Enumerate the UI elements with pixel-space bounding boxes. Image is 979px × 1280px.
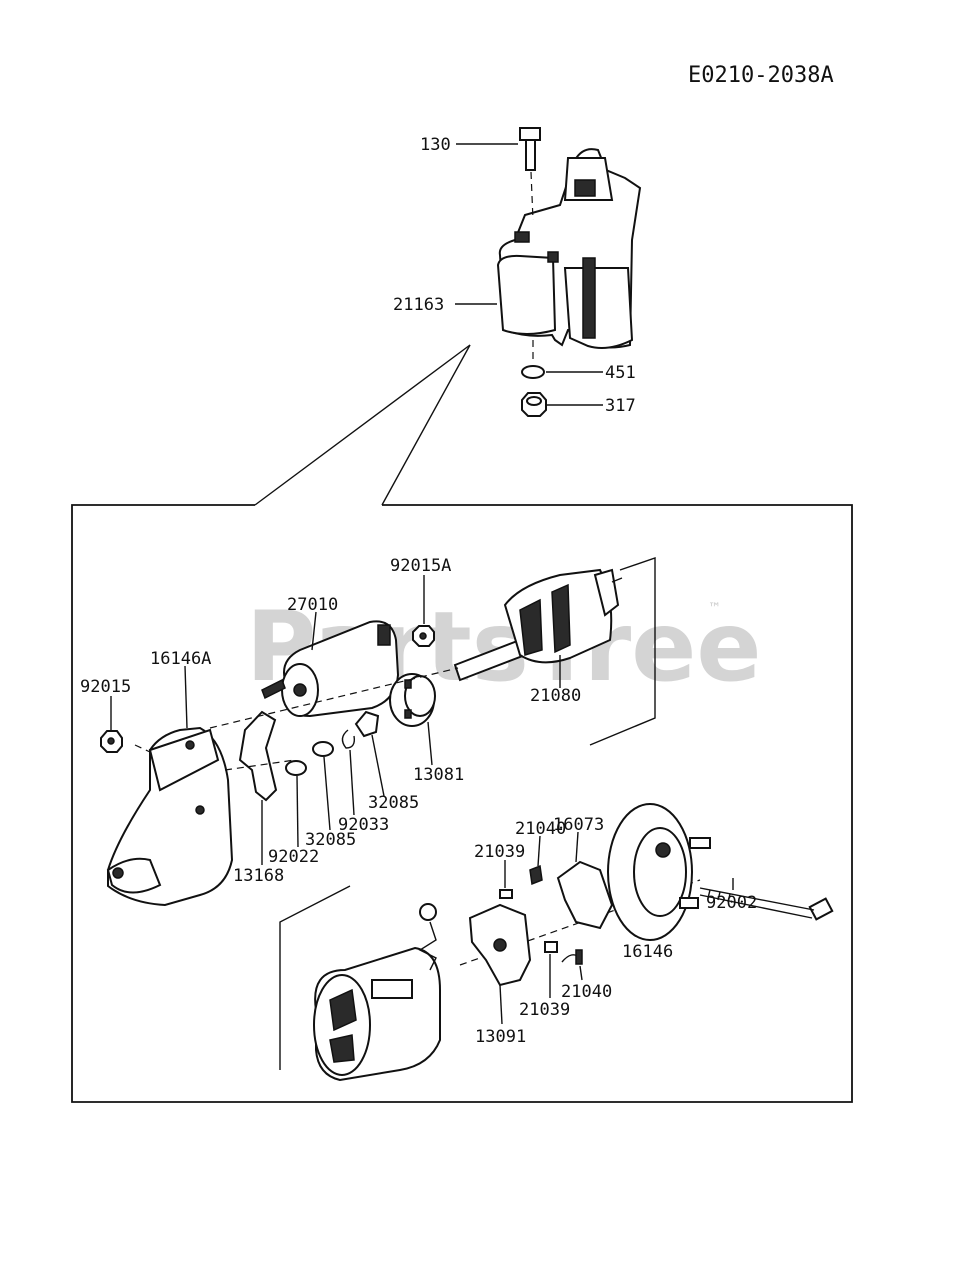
plunger-spring[interactable] <box>261 678 286 700</box>
bolt-130[interactable] <box>519 127 541 221</box>
callout-451: 451 <box>605 363 636 383</box>
through-bolt-92002[interactable] <box>699 887 834 921</box>
callout-16146A: 16146A <box>150 649 211 669</box>
brush-lead[interactable] <box>418 903 437 971</box>
callout-92015: 92015 <box>80 677 131 697</box>
callout-21039-upper: 21039 <box>474 842 525 862</box>
callout-130: 130 <box>420 135 451 155</box>
callout-27010: 27010 <box>287 595 338 615</box>
starter-motor-assembly[interactable] <box>496 148 642 349</box>
callout-92033: 92033 <box>338 815 389 835</box>
front-housing-16146A[interactable] <box>106 726 234 907</box>
nut-92015[interactable] <box>100 730 123 753</box>
callout-16073: 16073 <box>553 815 604 835</box>
washer-32085[interactable] <box>312 741 334 757</box>
stop-ring-32085[interactable] <box>354 710 380 738</box>
washer-92022[interactable] <box>285 760 307 776</box>
callout-32085-lower: 32085 <box>305 830 356 850</box>
callout-21080: 21080 <box>530 686 581 706</box>
callout-13091: 13091 <box>475 1027 526 1047</box>
watermark-trademark: ™ <box>708 601 721 616</box>
callout-21039-lower: 21039 <box>519 1000 570 1020</box>
diagram-code: E0210-2038A <box>688 63 834 88</box>
callout-92015A: 92015A <box>390 556 451 576</box>
callout-21163: 21163 <box>393 295 444 315</box>
callout-13081: 13081 <box>413 765 464 785</box>
rear-cover-16146[interactable] <box>607 803 711 941</box>
callout-21040-lower: 21040 <box>561 982 612 1002</box>
shift-lever-13168[interactable] <box>238 710 278 802</box>
brush-21039-lower[interactable] <box>544 941 558 953</box>
nut-317[interactable] <box>521 392 547 417</box>
yoke-field-housing[interactable] <box>313 946 441 1082</box>
pinion-gear-13081[interactable] <box>389 673 436 727</box>
brush-21039-upper[interactable] <box>499 889 513 899</box>
circlip-92033[interactable] <box>341 729 356 749</box>
washer-451[interactable] <box>521 365 545 379</box>
callout-21040-upper: 21040 <box>515 819 566 839</box>
brush-plate-16073[interactable] <box>556 860 614 930</box>
callout-317: 317 <box>605 396 636 416</box>
callout-13168: 13168 <box>233 866 284 886</box>
exploded-view-frame <box>71 504 853 1103</box>
callout-32085-upper: 32085 <box>368 793 419 813</box>
nut-92015A[interactable] <box>412 625 435 647</box>
callout-16146: 16146 <box>622 942 673 962</box>
callout-92022: 92022 <box>268 847 319 867</box>
spring-21040-upper[interactable] <box>529 864 543 886</box>
armature-21080[interactable] <box>453 568 623 682</box>
callout-92002: 92002 <box>706 893 757 913</box>
